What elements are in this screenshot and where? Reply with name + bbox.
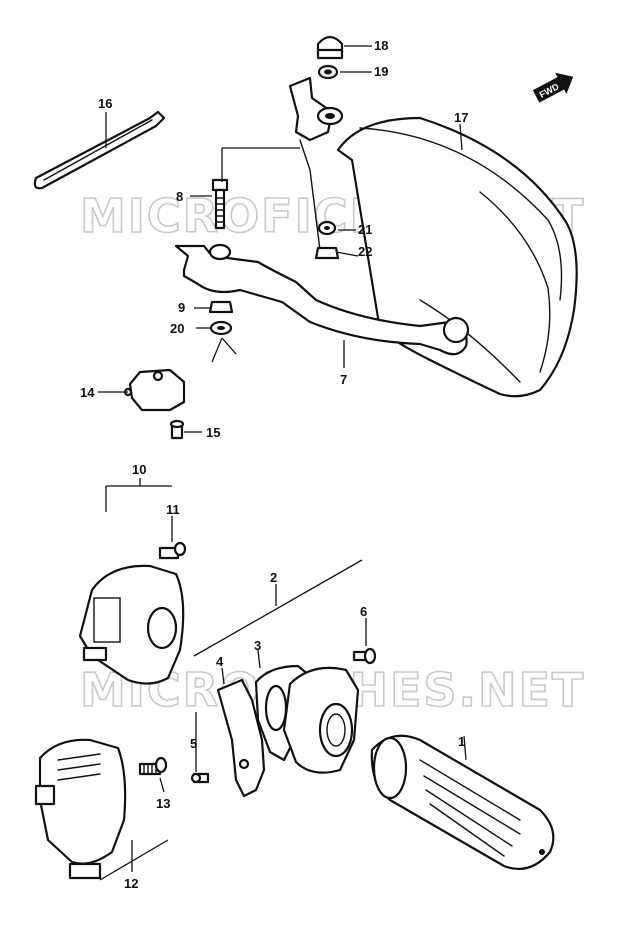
callout-6: 6 bbox=[360, 604, 367, 619]
callout-11: 11 bbox=[166, 502, 180, 517]
throttle-grip-1 bbox=[370, 734, 555, 870]
nut-22 bbox=[314, 246, 340, 260]
screw-6 bbox=[352, 647, 377, 665]
callout-16: 16 bbox=[98, 96, 112, 111]
cable-guide-4 bbox=[216, 678, 266, 798]
callout-13: 13 bbox=[156, 796, 170, 811]
pivot-top bbox=[316, 106, 344, 126]
callout-7: 7 bbox=[340, 372, 347, 387]
callout-18: 18 bbox=[374, 38, 388, 53]
stud-bolt-8 bbox=[208, 178, 232, 261]
callout-4: 4 bbox=[216, 654, 224, 669]
switch-14 bbox=[123, 368, 186, 412]
callout-10: 10 bbox=[132, 462, 146, 477]
washer-20 bbox=[209, 320, 233, 336]
callout-9: 9 bbox=[178, 300, 185, 315]
callout-22: 22 bbox=[358, 244, 372, 259]
callout-14: 14 bbox=[80, 385, 95, 400]
switch-housing-10 bbox=[78, 564, 185, 685]
cable-tie-16 bbox=[33, 110, 166, 190]
screw-13 bbox=[138, 756, 168, 776]
callouts: 18 19 16 17 8 21 22 9 20 7 14 15 10 11 2… bbox=[80, 38, 468, 891]
screw-15 bbox=[169, 419, 185, 440]
callout-20: 20 bbox=[170, 321, 184, 336]
callout-5: 5 bbox=[190, 736, 197, 751]
callout-12: 12 bbox=[124, 876, 138, 891]
screw-5 bbox=[190, 772, 210, 784]
lever-bracket-7 bbox=[174, 76, 470, 356]
callout-1: 1 bbox=[458, 734, 465, 749]
switch-housing-12 bbox=[34, 738, 127, 880]
callout-21: 21 bbox=[358, 222, 372, 237]
fwd-arrow-icon: FWD bbox=[532, 72, 574, 103]
throttle-housing-2 bbox=[282, 666, 360, 774]
callout-15: 15 bbox=[206, 425, 220, 440]
nut-9 bbox=[208, 300, 234, 314]
screw-11 bbox=[158, 541, 187, 560]
callout-2: 2 bbox=[270, 570, 277, 585]
callout-3: 3 bbox=[254, 638, 261, 653]
callout-19: 19 bbox=[374, 64, 388, 79]
callout-8: 8 bbox=[176, 189, 183, 204]
leader-lines bbox=[98, 45, 467, 881]
callout-17: 17 bbox=[454, 110, 468, 125]
cap-nut-18 bbox=[316, 35, 344, 60]
washer-19 bbox=[317, 64, 339, 80]
washer-21 bbox=[317, 220, 337, 236]
